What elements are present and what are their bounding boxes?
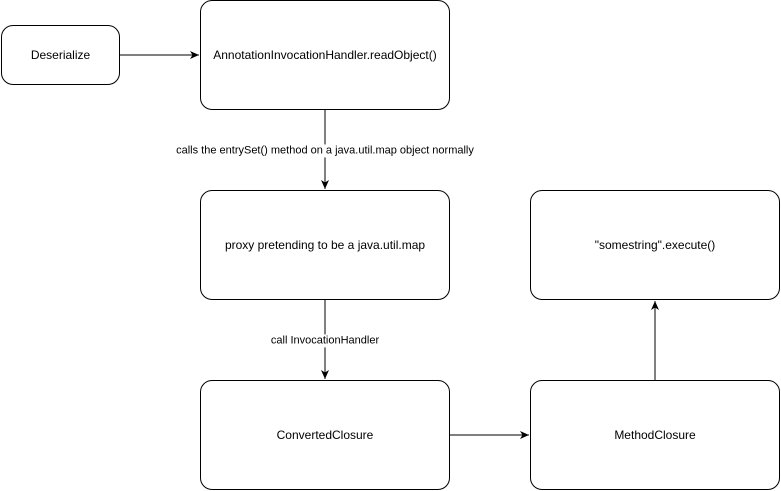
- method-closure-label: MethodClosure: [614, 427, 696, 442]
- proxy-label: proxy pretending to be a java.util.map: [224, 237, 426, 252]
- readobject-label: AnnotationInvocationHandler.readObject(): [213, 47, 437, 62]
- deserialize-node: Deserialize: [1, 25, 120, 85]
- proxy-node: proxy pretending to be a java.util.map: [200, 190, 450, 300]
- converted-closure-node: ConvertedClosure: [200, 380, 450, 490]
- deserialize-label: Deserialize: [30, 47, 91, 62]
- method-closure-node: MethodClosure: [530, 380, 780, 490]
- invocation-edge-label: call InvocationHandler: [270, 334, 380, 348]
- execute-label: "somestring".execute(): [594, 237, 716, 252]
- converted-closure-label: ConvertedClosure: [276, 427, 374, 442]
- execute-node: "somestring".execute(): [530, 190, 780, 300]
- entryset-edge-label: calls the entrySet() method on a java.ut…: [176, 144, 474, 158]
- readobject-node: AnnotationInvocationHandler.readObject(): [200, 0, 450, 110]
